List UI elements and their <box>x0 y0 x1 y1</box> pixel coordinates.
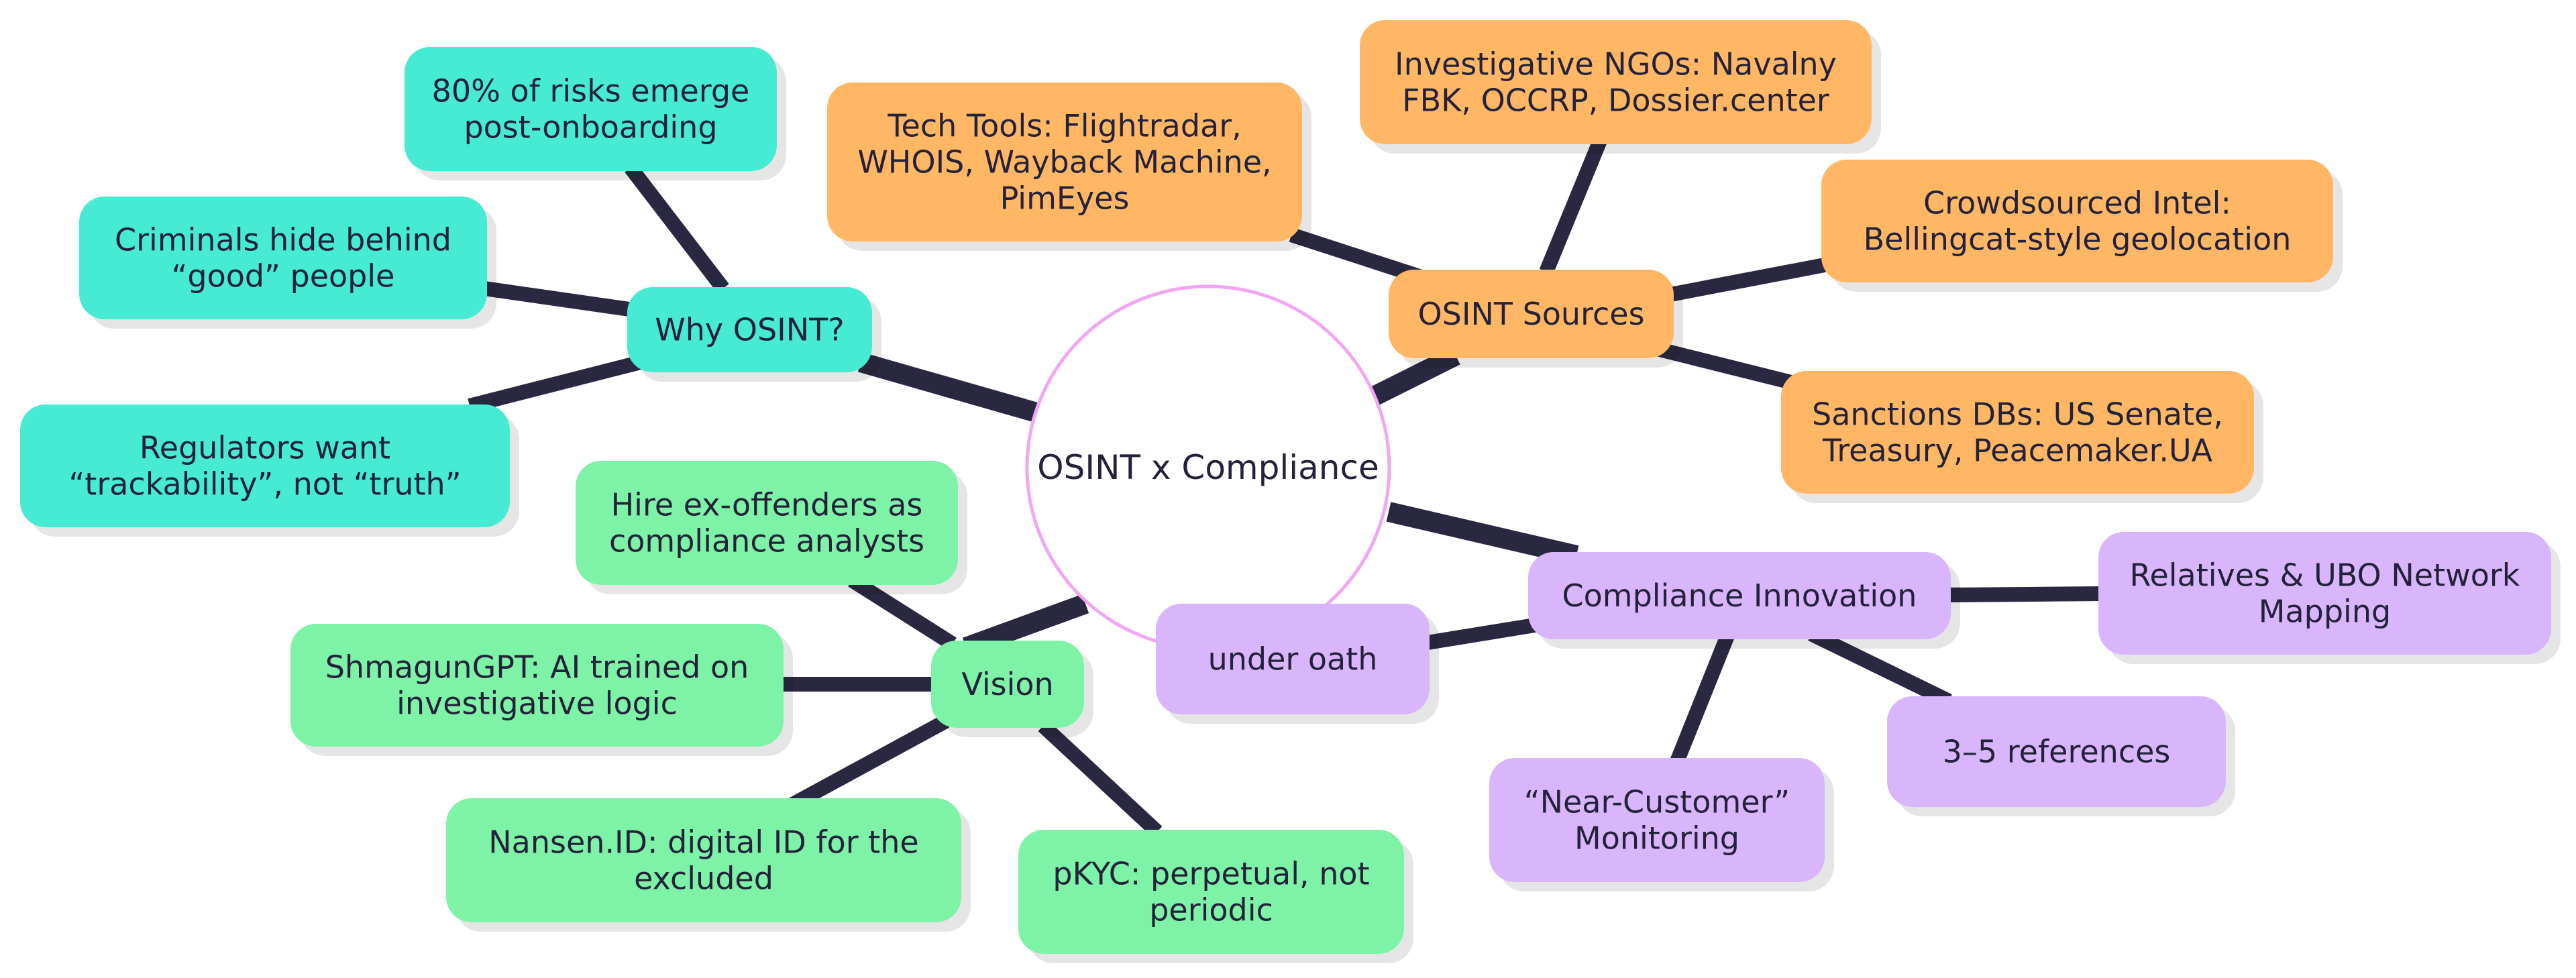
leaf-node-4-1: under oath <box>1156 604 1430 714</box>
connector-branch-4-child-1 <box>1426 616 1544 650</box>
connector-branch-2-child-4 <box>1655 341 1793 390</box>
branch-node-label: Compliance Innovation <box>1562 578 1917 614</box>
connector-branch-3-child-3 <box>788 714 950 812</box>
branch-node-label: OSINT Sources <box>1417 296 1644 332</box>
connector-branch-2-child-2 <box>1539 138 1607 275</box>
leaf-node-1-2-label-line: Criminals hide behind <box>115 222 451 258</box>
leaf-node-1-3-box <box>20 404 510 527</box>
branch-node-4: Compliance Innovation <box>1528 552 1951 639</box>
leaf-node-1-2-label-line: “good” people <box>172 258 395 294</box>
branch-node-box <box>627 287 872 372</box>
leaf-node-4-3-box <box>1887 696 2226 807</box>
connector-center-branch-3 <box>962 594 1089 657</box>
leaf-node-4-3-label-line: 3–5 references <box>1943 734 2171 770</box>
leaf-node-2-4: Sanctions DBs: US Senate,Treasury, Peace… <box>1781 371 2254 494</box>
connector-branch-1-child-3 <box>468 355 643 413</box>
leaf-node-1-2-box <box>79 197 487 319</box>
leaf-node-1-1-label-line: 80% of risks emerge <box>432 73 750 109</box>
leaf-node-1-3: Regulators want“trackability”, not “trut… <box>20 404 510 527</box>
center-node-label: OSINT x Compliance <box>1037 448 1379 487</box>
branch-node-label: Vision <box>961 666 1053 702</box>
leaf-node-2-3-label-line: Bellingcat-style geolocation <box>1864 221 2292 258</box>
leaf-node-3-4-label-line: pKYC: perpetual, not <box>1053 856 1369 892</box>
leaf-node-2-1-label-line: WHOIS, Wayback Machine, <box>857 144 1271 180</box>
connector-branch-4-child-3 <box>1808 627 1952 708</box>
leaf-node-2-4-label-line: Sanctions DBs: US Senate, <box>1812 396 2223 433</box>
leaf-node-2-2-label-line: Investigative NGOs: Navalny <box>1395 46 1837 83</box>
branch-node-label: Why OSINT? <box>655 312 844 348</box>
branch-node-box <box>1389 270 1674 358</box>
connector-branch-3-child-4 <box>1038 720 1163 838</box>
leaf-node-3-3-label-line: excluded <box>634 861 773 897</box>
leaf-node-3-1-label-line: Hire ex-offenders as <box>611 487 923 523</box>
connector-center-branch-2 <box>1371 346 1460 405</box>
leaf-node-1-3-label-line: “trackability”, not “truth” <box>68 466 461 502</box>
leaf-node-2-3-box <box>1821 160 2333 282</box>
leaf-node-4-4-box <box>1489 758 1825 882</box>
branch-node-box <box>931 641 1084 728</box>
leaf-node-4-4: “Near-Customer”Monitoring <box>1489 758 1825 882</box>
leaf-node-2-2-box <box>1360 20 1872 144</box>
leaf-node-3-2-label-line: investigative logic <box>396 686 678 722</box>
leaf-node-2-1: Tech Tools: Flightradar,WHOIS, Wayback M… <box>827 83 1302 241</box>
connector-branch-2-child-3 <box>1665 258 1827 303</box>
connector-center-branch-4 <box>1386 502 1579 565</box>
leaf-node-2-1-label-line: Tech Tools: Flightradar, <box>887 108 1242 144</box>
leaf-node-1-2: Criminals hide behind“good” people <box>79 197 487 319</box>
nodes: OSINT x Compliance Why OSINT? 80% of risks… <box>20 20 2551 954</box>
leaf-node-4-4-label-line: “Near-Customer” <box>1524 784 1790 820</box>
leaf-node-3-1-label-line: compliance analysts <box>609 523 924 559</box>
branch-node-1: Why OSINT? <box>627 287 872 372</box>
leaf-node-2-3-label-line: Crowdsourced Intel: <box>1923 185 2231 221</box>
branch-node-2: OSINT Sources <box>1389 270 1674 358</box>
connector-branch-4-child-4 <box>1670 633 1735 765</box>
branch-node-box <box>1528 552 1951 639</box>
leaf-node-2-1-label-line: PimEyes <box>1000 180 1130 217</box>
leaf-node-2-4-label-line: Treasury, Peacemaker.UA <box>1822 433 2213 469</box>
leaf-node-4-2-box <box>2098 532 2551 655</box>
leaf-node-3-4-label-line: periodic <box>1149 892 1273 928</box>
leaf-node-4-4-label-line: Monitoring <box>1574 820 1739 857</box>
leaf-node-2-3: Crowdsourced Intel:Bellingcat-style geol… <box>1821 160 2333 282</box>
leaf-node-1-1-label-line: post-onboarding <box>464 109 717 146</box>
connector-branch-2-child-1 <box>1289 227 1428 286</box>
connector-lines <box>468 138 2104 838</box>
center-node: OSINT x Compliance <box>1025 284 1391 651</box>
leaf-node-3-4-box <box>1018 830 1404 954</box>
leaf-node-2-1-box <box>827 83 1302 241</box>
leaf-node-4-3: 3–5 references <box>1887 696 2226 807</box>
connector-branch-1-child-1 <box>625 163 729 293</box>
leaf-node-2-2-label-line: FBK, OCCRP, Dossier.center <box>1402 83 1829 119</box>
connector-branch-4-child-2 <box>1945 586 2104 602</box>
leaf-node-2-4-box <box>1781 371 2254 494</box>
leaf-node-3-2-label-line: ShmagunGPT: AI trained on <box>325 649 749 686</box>
leaf-node-3-2-box <box>290 624 784 747</box>
connector-branch-3-child-1 <box>848 574 957 651</box>
leaf-node-4-1-label-line: under oath <box>1208 641 1378 677</box>
leaf-node-3-3-box <box>446 798 961 922</box>
leaf-node-4-2-label-line: Relatives & UBO Network <box>2130 557 2520 594</box>
leaf-node-1-3-label-line: Regulators want <box>140 430 390 466</box>
leaf-node-3-1-box <box>576 461 958 585</box>
leaf-node-4-1-box <box>1156 604 1430 714</box>
leaf-node-4-2-label-line: Mapping <box>2259 594 2391 630</box>
connector-branch-1-child-2 <box>483 281 635 317</box>
connector-center-branch-1 <box>857 352 1040 423</box>
leaf-node-1-1-box <box>405 47 777 171</box>
leaf-node-3-3-label-line: Nansen.ID: digital ID for the <box>488 824 918 861</box>
branch-node-3: Vision <box>931 641 1084 728</box>
